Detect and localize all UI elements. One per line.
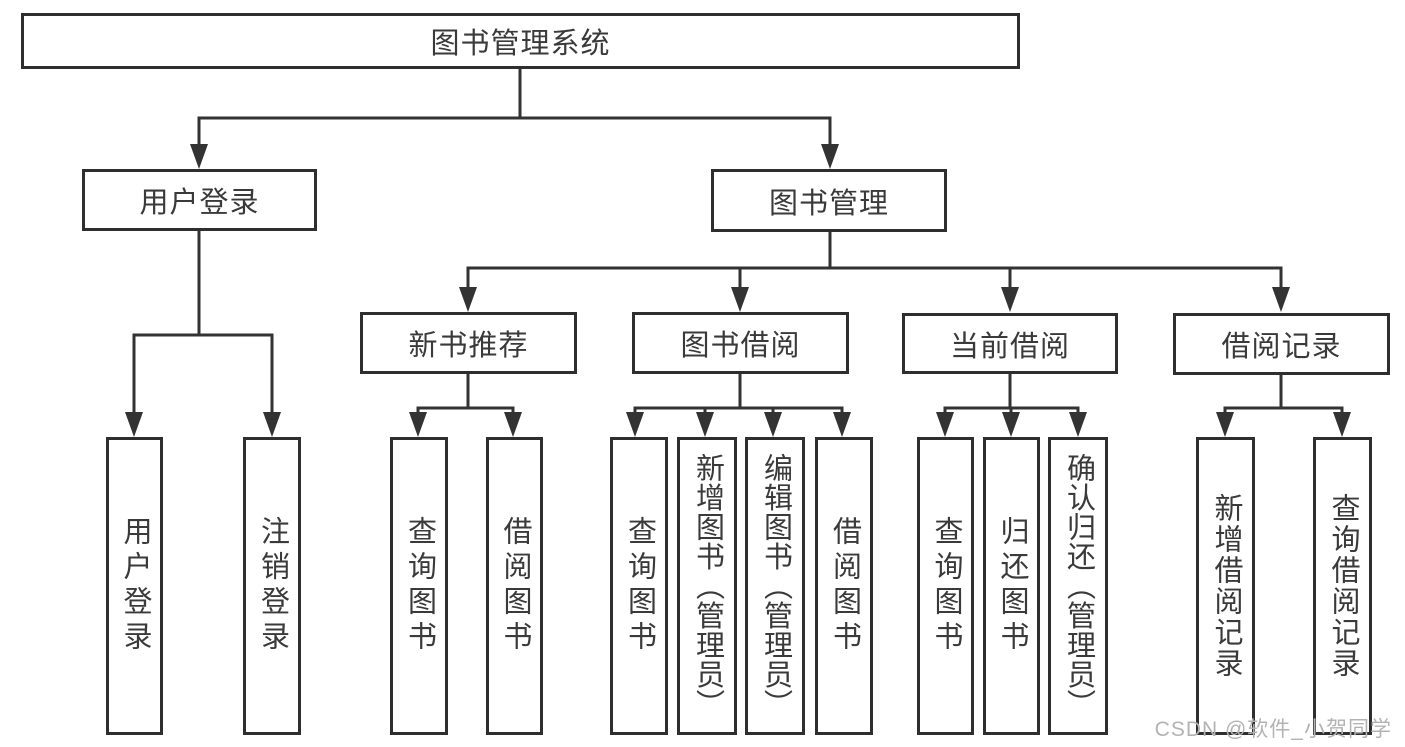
node-label: 新增借阅记录 xyxy=(1210,493,1242,679)
node-book-borrow: 图书借阅 xyxy=(632,312,849,374)
arrow-down-icon xyxy=(459,287,477,312)
leaf-add-books-admin: 新增图书（管理员） xyxy=(677,437,737,735)
arrow-down-icon xyxy=(125,412,143,437)
node-label: 图书管理系统 xyxy=(430,28,611,60)
node-label: 用户登录 xyxy=(139,187,260,219)
arrow-down-icon xyxy=(190,144,208,169)
leaf-borrow-books: 借阅图书 xyxy=(815,437,873,735)
node-book-management: 图书管理 xyxy=(711,169,947,232)
leaf-query-borrow-record: 查询借阅记录 xyxy=(1313,437,1372,735)
leaf-return-books: 归还图书 xyxy=(983,437,1040,735)
node-current-borrow: 当前借阅 xyxy=(902,313,1118,374)
arrow-down-icon xyxy=(696,412,714,437)
node-label: 新书推荐 xyxy=(408,330,529,362)
leaf-query-books-recommend: 查询图书 xyxy=(390,437,448,735)
node-label: 借阅图书 xyxy=(828,516,861,656)
node-label: 图书管理 xyxy=(768,187,889,220)
node-label: 查询图书 xyxy=(930,516,962,656)
leaf-edit-books-admin: 编辑图书（管理员） xyxy=(745,437,805,735)
node-label: 当前借阅 xyxy=(949,330,1070,363)
leaf-add-borrow-record: 新增借阅记录 xyxy=(1196,437,1255,735)
node-label: 新增图书（管理员） xyxy=(691,453,724,719)
node-new-book-recommend: 新书推荐 xyxy=(360,312,577,374)
arrow-down-icon xyxy=(936,412,954,437)
arrow-down-icon xyxy=(263,412,281,437)
arrow-down-icon xyxy=(833,412,851,437)
watermark: CSDN @软件_小贺同学 xyxy=(1154,718,1392,741)
node-root-system: 图书管理系统 xyxy=(21,13,1020,69)
node-label: 注销登录 xyxy=(256,516,289,656)
node-label: 编辑图书（管理员） xyxy=(759,453,792,719)
node-label: 查询借阅记录 xyxy=(1327,493,1359,679)
leaf-confirm-return-admin: 确认归还（管理员） xyxy=(1048,437,1108,735)
leaf-query-books-borrow: 查询图书 xyxy=(610,437,668,735)
arrow-down-icon xyxy=(409,412,427,437)
node-borrow-records: 借阅记录 xyxy=(1173,313,1390,375)
arrow-down-icon xyxy=(1216,412,1234,437)
node-user-login: 用户登录 xyxy=(82,169,317,231)
arrow-down-icon xyxy=(1333,412,1351,437)
arrow-down-icon xyxy=(1069,412,1087,437)
leaf-logout: 注销登录 xyxy=(243,437,301,735)
node-label: 借阅记录 xyxy=(1221,331,1342,363)
leaf-query-books-current: 查询图书 xyxy=(917,437,974,735)
arrow-down-icon xyxy=(821,144,839,169)
arrow-down-icon xyxy=(1002,412,1020,437)
arrow-down-icon xyxy=(1001,287,1019,312)
node-label: 查询图书 xyxy=(623,516,656,656)
node-label: 图书借阅 xyxy=(680,330,801,362)
node-label: 借阅图书 xyxy=(499,516,531,656)
node-label: 查询图书 xyxy=(403,516,436,656)
node-label: 归还图书 xyxy=(996,516,1028,656)
arrow-down-icon xyxy=(731,287,749,312)
leaf-user-login: 用户登录 xyxy=(106,437,163,735)
leaf-borrow-books-recommend: 借阅图书 xyxy=(486,437,543,735)
node-label: 用户登录 xyxy=(119,516,151,656)
arrow-down-icon xyxy=(504,412,522,437)
arrow-down-icon xyxy=(1272,287,1290,312)
arrow-down-icon xyxy=(764,412,782,437)
arrow-down-icon xyxy=(626,412,644,437)
node-label: 确认归还（管理员） xyxy=(1062,453,1095,719)
